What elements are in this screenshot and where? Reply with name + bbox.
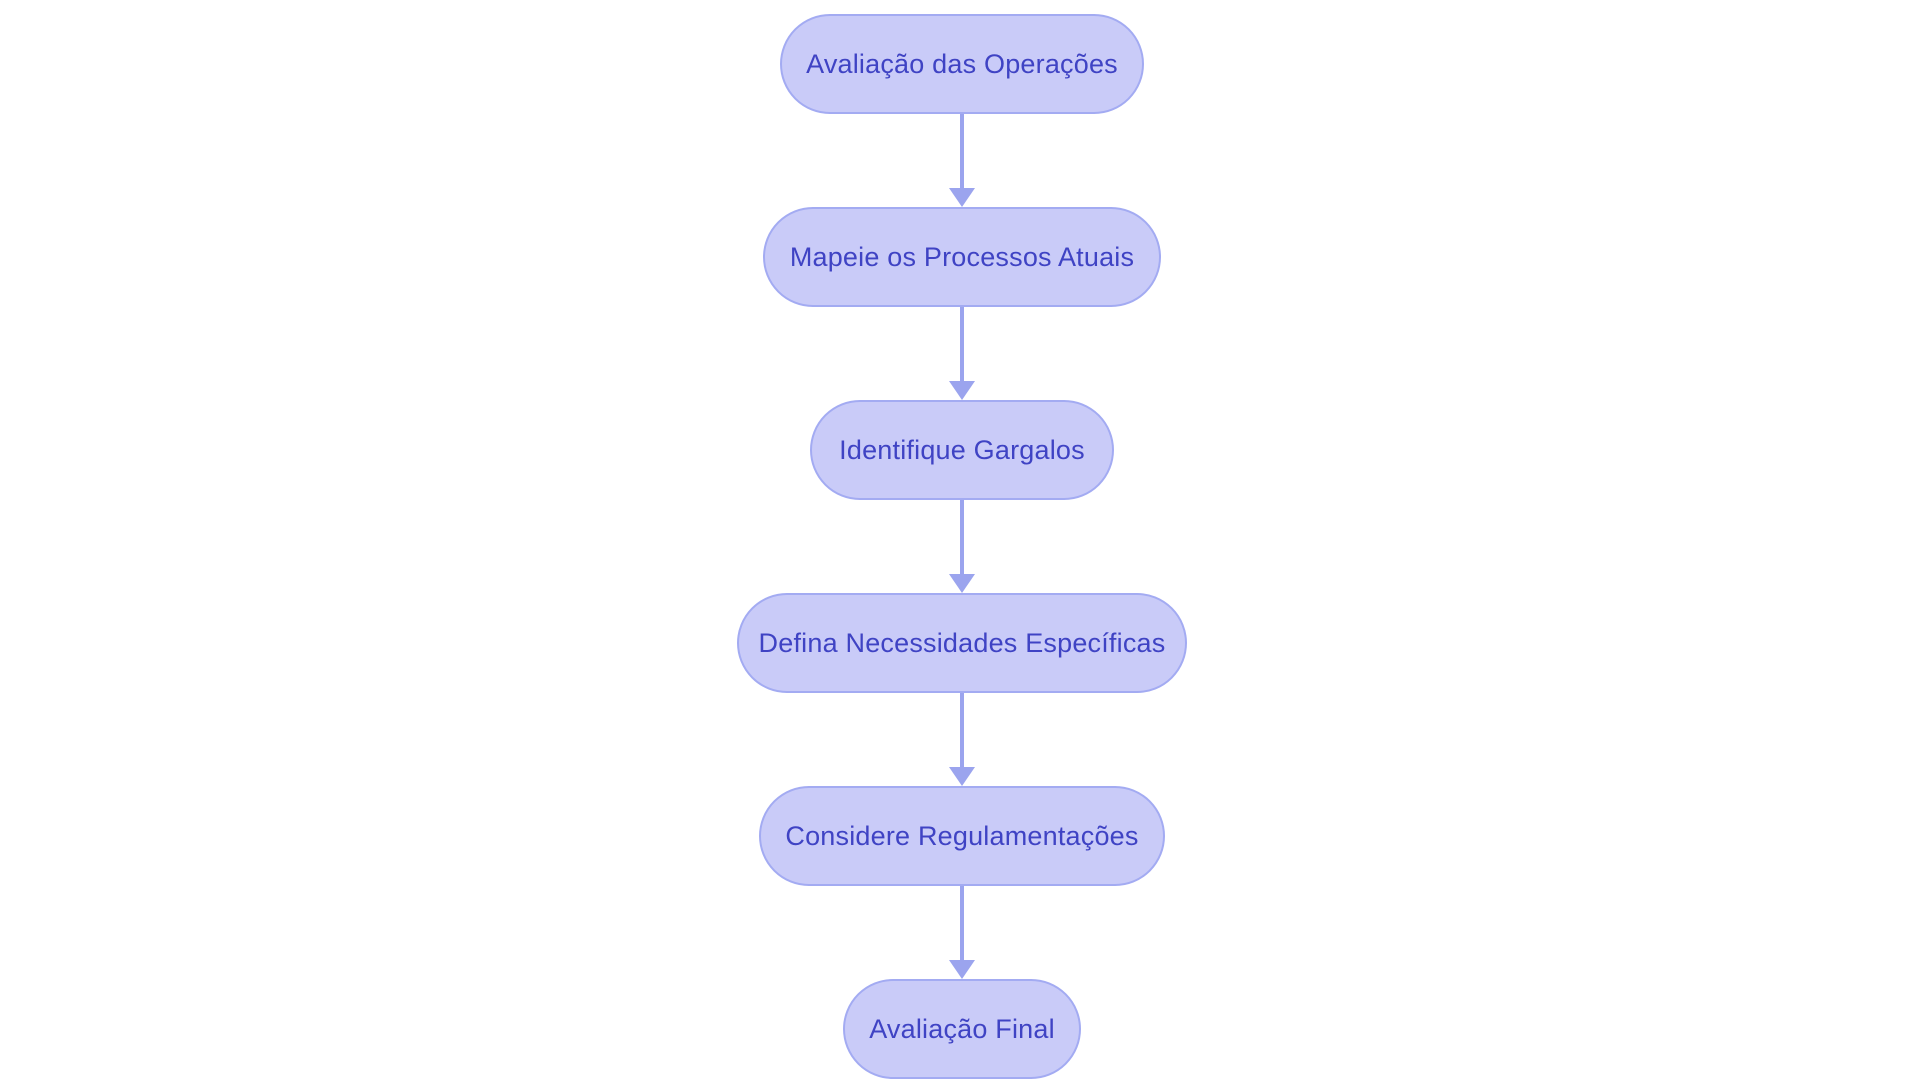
arrow-line [960,500,964,574]
node-label: Identifique Gargalos [839,434,1085,465]
arrow-head-icon [949,188,975,207]
flowchart-column: Avaliação das Operações Mapeie os Proces… [0,14,1920,1079]
arrow-n3-n4 [949,500,975,593]
arrow-n1-n2 [949,114,975,207]
node-label: Avaliação das Operações [806,48,1118,79]
arrow-line [960,886,964,960]
node-label: Mapeie os Processos Atuais [789,241,1135,272]
flowchart-node-mapeie-os-processos-atuais: Mapeie os Processos Atuais [763,207,1161,307]
node-label: Considere Regulamentações [785,820,1139,851]
arrow-line [960,114,964,188]
flowchart-node-avaliacao-final: Avaliação Final [843,979,1081,1079]
flowchart-node-avaliacao-das-operacoes: Avaliação das Operações [780,14,1144,114]
node-label: Defina Necessidades Específicas [758,627,1166,658]
node-label: Avaliação Final [869,1013,1055,1044]
arrow-line [960,307,964,381]
arrow-line [960,693,964,767]
arrow-n4-n5 [949,693,975,786]
arrow-head-icon [949,767,975,786]
flowchart-node-defina-necessidades-especificas: Defina Necessidades Específicas [737,593,1187,693]
arrow-head-icon [949,960,975,979]
flowchart-node-identifique-gargalos: Identifique Gargalos [810,400,1114,500]
flowchart-node-considere-regulamentacoes: Considere Regulamentações [759,786,1165,886]
arrow-head-icon [949,381,975,400]
arrow-n2-n3 [949,307,975,400]
arrow-n5-n6 [949,886,975,979]
arrow-head-icon [949,574,975,593]
